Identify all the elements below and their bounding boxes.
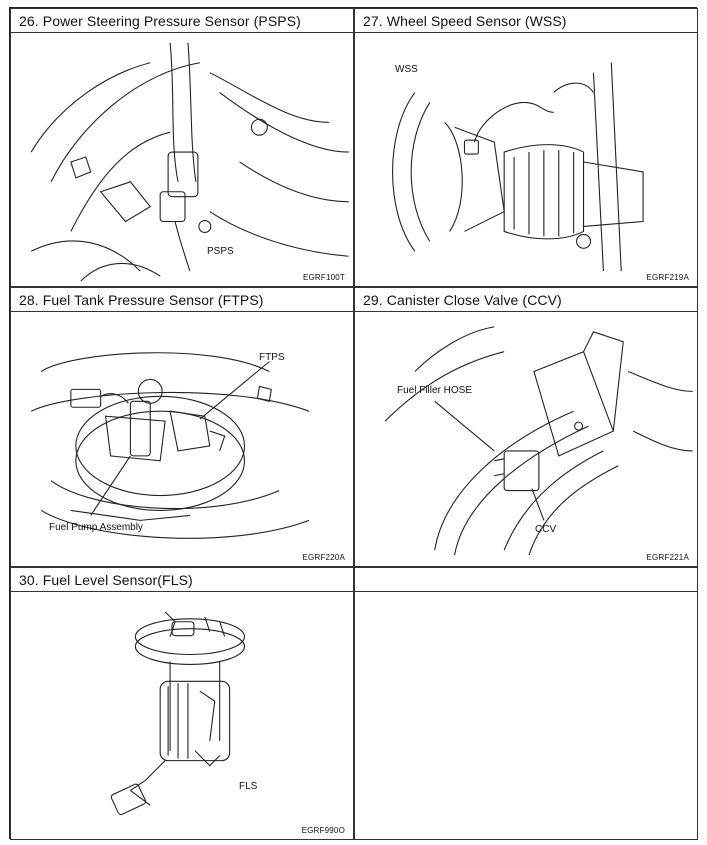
panel-title: 30. Fuel Level Sensor(FLS) (19, 572, 193, 588)
panel-empty (354, 567, 698, 840)
panel-header (355, 568, 697, 592)
figure-code: EGRF219A (646, 273, 689, 282)
panel-title: 28. Fuel Tank Pressure Sensor (FTPS) (19, 292, 264, 308)
psps-illustration: PSPS EGRF100T (11, 33, 353, 286)
panel-header: 26. Power Steering Pressure Sensor (PSPS… (11, 9, 353, 33)
figure-code: EGRF100T (302, 273, 345, 282)
wss-drawing (392, 62, 644, 272)
fls-illustration: FLS EGRF990O (11, 592, 353, 839)
wss-illustration: WSS EGRF219A (355, 33, 697, 286)
panel-header: 29. Canister Close Valve (CCV) (355, 288, 697, 312)
panel-header: 30. Fuel Level Sensor(FLS) (11, 568, 353, 592)
panel-psps: 26. Power Steering Pressure Sensor (PSPS… (10, 8, 354, 287)
fls-label: FLS (239, 781, 258, 792)
figure-code: EGRF221A (646, 553, 689, 562)
ftps-illustration: FTPS Fuel Pump Assembly EGRF220A (11, 312, 353, 566)
ftps-label: FTPS (259, 352, 285, 363)
ccv-drawing (384, 326, 693, 556)
panel-title: 27. Wheel Speed Sensor (WSS) (363, 13, 567, 29)
ccv-label: CCV (535, 524, 557, 535)
panel-fls: 30. Fuel Level Sensor(FLS) FLS EGRF990O (10, 567, 354, 840)
fuel-filler-hose-label: Fuel Filler HOSE (397, 385, 473, 396)
psps-label: PSPS (207, 246, 234, 257)
panel-wss: 27. Wheel Speed Sensor (WSS) WSS EGRF219… (354, 8, 698, 287)
panel-ftps: 28. Fuel Tank Pressure Sensor (FTPS) FTP (10, 287, 354, 567)
diagram-sheet: 26. Power Steering Pressure Sensor (PSPS… (9, 7, 698, 840)
fuel-pump-assembly-label: Fuel Pump Assembly (49, 522, 143, 533)
panel-title: 26. Power Steering Pressure Sensor (PSPS… (19, 13, 301, 29)
figure-code: EGRF220A (302, 553, 345, 562)
panel-header: 27. Wheel Speed Sensor (WSS) (355, 9, 697, 33)
panel-header: 28. Fuel Tank Pressure Sensor (FTPS) (11, 288, 353, 312)
ccv-illustration: Fuel Filler HOSE CCV EGRF221A (355, 312, 697, 566)
ftps-drawing (30, 352, 310, 539)
psps-drawing (30, 42, 349, 282)
panel-title: 29. Canister Close Valve (CCV) (363, 292, 562, 308)
figure-code: EGRF990O (301, 826, 345, 835)
fls-drawing (110, 611, 246, 816)
panel-ccv: 29. Canister Close Valve (CCV) Fuel Fill… (354, 287, 698, 567)
wss-label: WSS (395, 64, 418, 75)
